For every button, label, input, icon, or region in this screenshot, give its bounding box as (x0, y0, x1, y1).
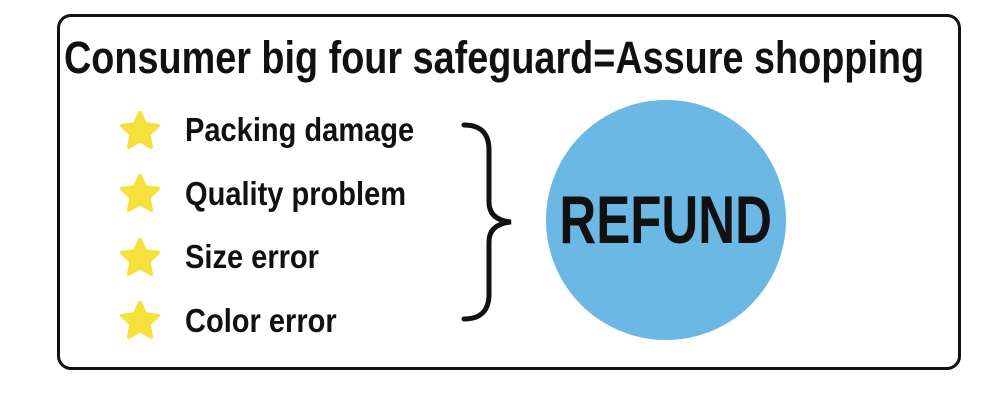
list-item-label: Quality problem (185, 174, 407, 212)
star-icon (120, 174, 160, 213)
list-item: Quality problem (120, 162, 445, 226)
curly-brace-icon (461, 122, 512, 322)
star-icon (120, 301, 160, 340)
banner-title: Consumer big four safeguard=Assure shopp… (64, 32, 925, 83)
list-item-label: Color error (185, 301, 337, 339)
list-item: Color error (120, 289, 445, 353)
list-item: Size error (120, 225, 445, 289)
safeguard-list: Packing damage Quality problem Size erro… (120, 98, 445, 352)
list-item-label: Size error (185, 238, 319, 276)
refund-label: REFUND (559, 182, 773, 258)
star-icon (120, 110, 160, 149)
list-item: Packing damage (120, 98, 445, 162)
star-icon (120, 237, 160, 276)
refund-circle: REFUND (546, 100, 786, 340)
banner-frame (57, 14, 961, 370)
list-item-label: Packing damage (185, 111, 415, 149)
